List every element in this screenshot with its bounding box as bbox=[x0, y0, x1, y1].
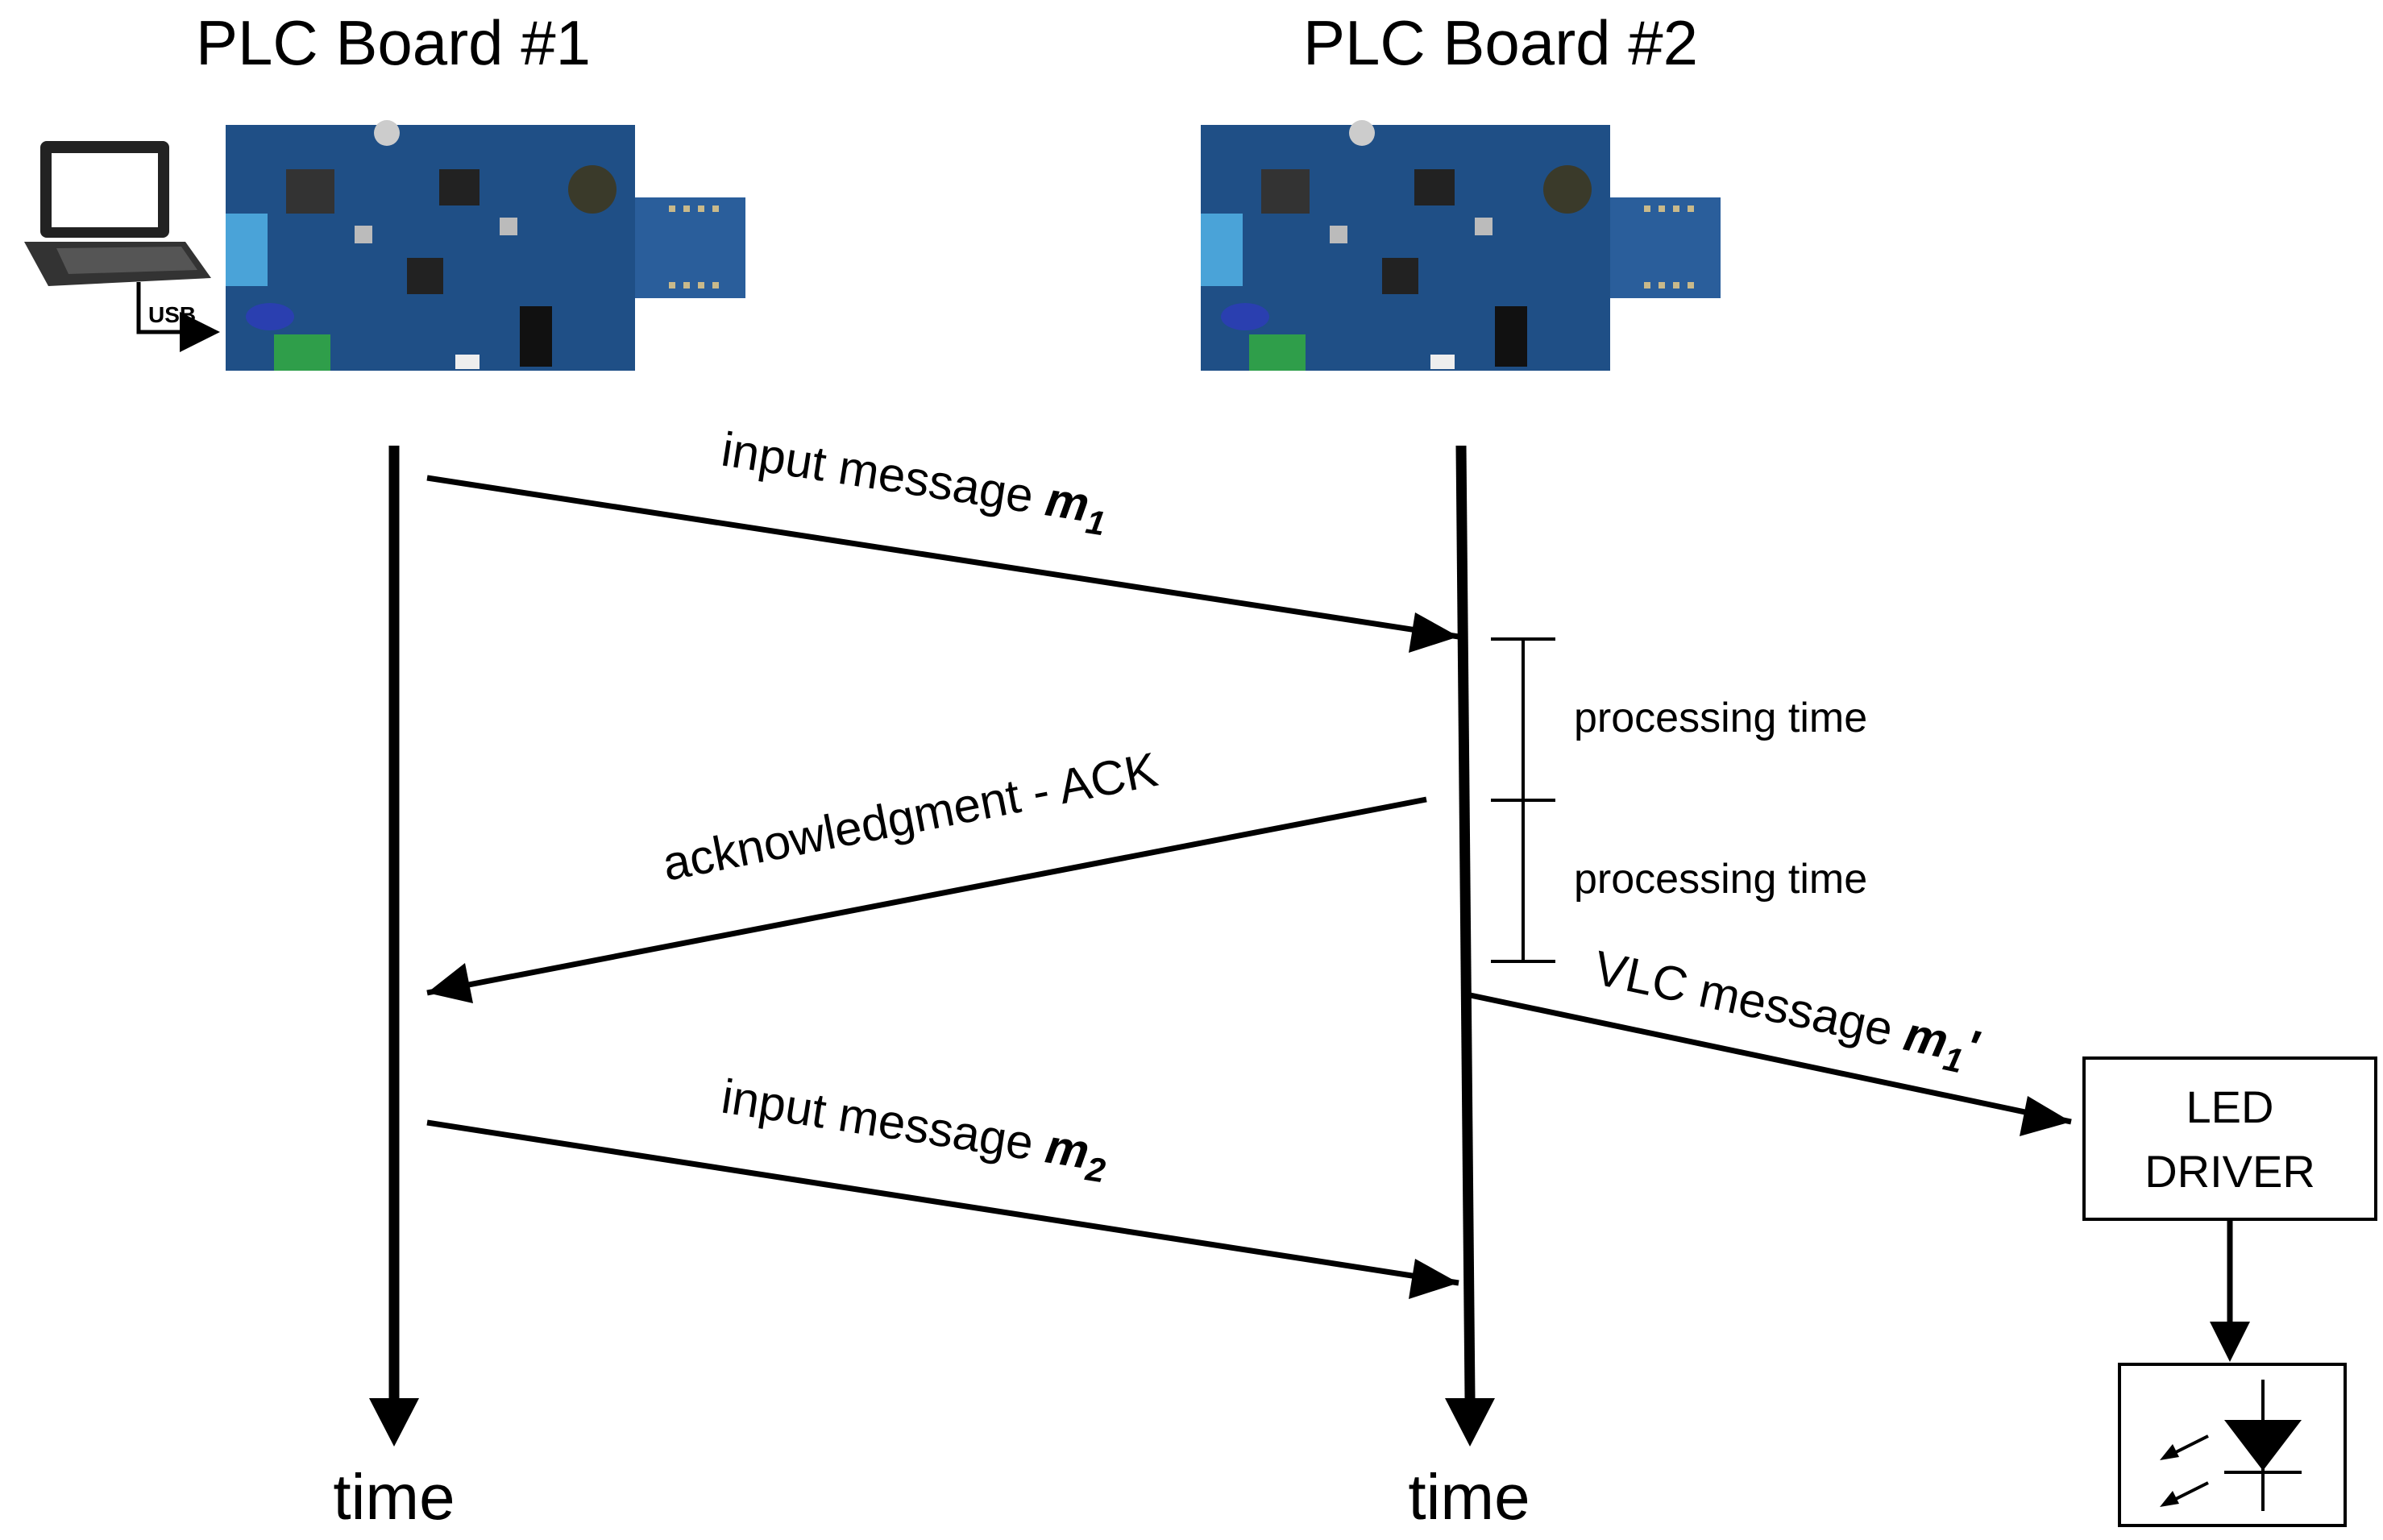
pcb-board-1-image bbox=[226, 120, 745, 371]
usb-cable bbox=[136, 282, 220, 352]
timeline-board-2-arrowhead bbox=[1445, 1398, 1495, 1447]
board1-title: PLC Board #1 bbox=[196, 7, 591, 78]
message-arrow-m2 bbox=[426, 1119, 1459, 1299]
led-driver-label-line1: LED bbox=[2186, 1081, 2274, 1132]
message-label-m2: input message m2 bbox=[717, 1069, 1112, 1190]
light-emission-arrows-icon bbox=[2160, 1434, 2209, 1507]
message-arrow-ack bbox=[426, 796, 1427, 1003]
led-symbol-box bbox=[2118, 1363, 2347, 1527]
time-label-1: time bbox=[333, 1461, 455, 1533]
processing-time-label-2: processing time bbox=[1574, 856, 1867, 903]
message-label-ack: acknowledgment - ACK bbox=[658, 742, 1162, 891]
led-driver-box bbox=[2082, 1056, 2377, 1221]
usb-label: USB bbox=[148, 302, 196, 327]
board2-title: PLC Board #2 bbox=[1303, 7, 1698, 78]
timeline-board-1-arrowhead bbox=[369, 1398, 419, 1447]
message-arrow-vlc bbox=[1462, 990, 2072, 1136]
driver-to-led-arrow bbox=[2210, 1219, 2250, 1362]
pcb-board-2-image bbox=[1201, 120, 1721, 371]
processing-time-label-1: processing time bbox=[1574, 695, 1867, 741]
message-label-m1: input message m1 bbox=[717, 422, 1112, 543]
led-diode-icon bbox=[2224, 1380, 2302, 1511]
timeline-board-2 bbox=[1455, 445, 1476, 1399]
processing-time-bracket bbox=[1491, 637, 1555, 963]
laptop-icon bbox=[24, 141, 211, 286]
led-driver-label-line2: DRIVER bbox=[2144, 1146, 2315, 1197]
message-arrow-m1 bbox=[426, 475, 1459, 653]
time-label-2: time bbox=[1408, 1461, 1530, 1533]
